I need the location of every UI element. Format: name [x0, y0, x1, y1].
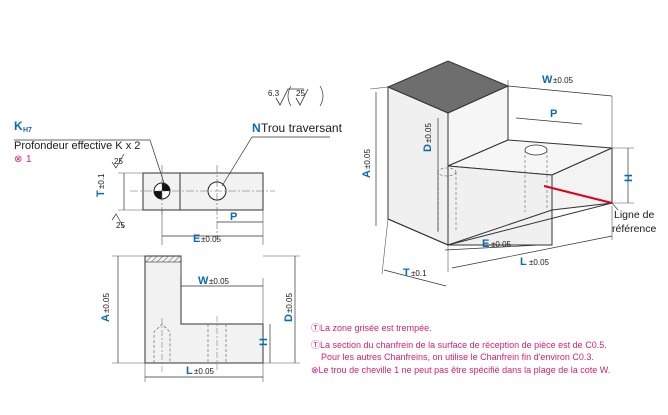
iso-a-tol: ±0.05 [363, 148, 372, 169]
k-note-icon: ⊗ [14, 154, 22, 165]
roughness-small-bottom: 25 [116, 221, 125, 230]
k-sub: H7 [23, 127, 32, 134]
plan-p-letter: P [230, 211, 237, 223]
notes-block: ⓉLa zone grisée est trempée. ⓉLa section… [311, 322, 663, 376]
plan-t-letter: T [95, 190, 107, 197]
n-leader [221, 136, 330, 187]
iso-e-letter: E [482, 238, 489, 250]
note-hardened: ⓉLa zone grisée est trempée. [311, 322, 663, 335]
k-letter: K [14, 119, 23, 133]
iso-tall-front [387, 86, 449, 246]
roughness-small-top: 25 [114, 157, 123, 166]
roughness-alt: 25 [296, 89, 305, 98]
note-text: Pour les autres Chanfreins, on utilise l… [321, 352, 594, 362]
iso-l-letter: L [520, 256, 527, 268]
front-d-letter: D [283, 314, 295, 322]
front-profile [144, 255, 264, 364]
iso-hole [524, 144, 548, 156]
n-desc: Trou traversant [261, 121, 343, 135]
iso-w-tol: ±0.05 [553, 76, 574, 85]
note-pin-hole: ⊗Le trou de cheville 1 ne peut pas être … [311, 364, 663, 377]
front-w-letter: W [198, 275, 209, 287]
iso-e-tol: ±0.05 [491, 240, 512, 249]
plan-e-letter: E [193, 233, 200, 245]
front-view [112, 255, 300, 382]
hardened-zone [144, 255, 182, 263]
iso-a-letter: A [361, 170, 373, 178]
iso-t-letter: T [403, 267, 410, 279]
iso-p-letter: P [550, 108, 557, 120]
k-desc: Profondeur effective K x 2 [14, 140, 140, 152]
roughness-symbols [275, 85, 324, 107]
k-note-num: 1 [26, 154, 32, 165]
plan-view [14, 136, 330, 245]
note-text: La section du chanfrein de la surface de… [320, 339, 607, 350]
roughness-main: 6.3 [268, 89, 280, 98]
iso-l-tol: ±0.05 [529, 258, 550, 267]
reference-line [543, 185, 613, 204]
note-text: Le trou de cheville 1 ne peut pas être s… [318, 364, 611, 375]
k-leader [14, 139, 166, 187]
front-l-tol: ±0.05 [194, 367, 215, 376]
note-marker-icon: Ⓣ [311, 339, 321, 350]
front-a-tol: ±0.05 [102, 292, 111, 313]
front-d-tol: ±0.05 [285, 292, 294, 313]
note-text: La zone grisée est trempée. [320, 323, 432, 333]
iso-h-letter: H [623, 174, 635, 182]
prohibited-icon: ⊗ [311, 364, 319, 375]
iso-w-letter: W [542, 74, 553, 86]
isometric-view [369, 60, 634, 287]
front-a-letter: A [100, 314, 112, 322]
iso-d-letter: D [422, 144, 434, 152]
front-w-tol: ±0.05 [209, 277, 230, 286]
n-letter: N [252, 121, 261, 135]
plan-e-tol: ±0.05 [201, 235, 222, 244]
reference-label-line2: référence [612, 223, 657, 235]
note-fine-chamfer: Pour les autres Chanfreins, on utilise l… [311, 351, 663, 364]
iso-arm-front [447, 165, 553, 246]
plan-t-tol: ±0.1 [97, 173, 106, 189]
front-l-letter: L [186, 365, 193, 377]
note-chamfer: ⓉLa section du chanfrein de la surface d… [311, 339, 663, 352]
reference-label-line1: Ligne de [614, 209, 654, 221]
iso-t-tol: ±0.1 [411, 269, 427, 278]
note-marker-icon: Ⓣ [311, 323, 321, 333]
iso-d-tol: ±0.05 [424, 122, 433, 143]
front-h-letter: H [258, 338, 270, 346]
